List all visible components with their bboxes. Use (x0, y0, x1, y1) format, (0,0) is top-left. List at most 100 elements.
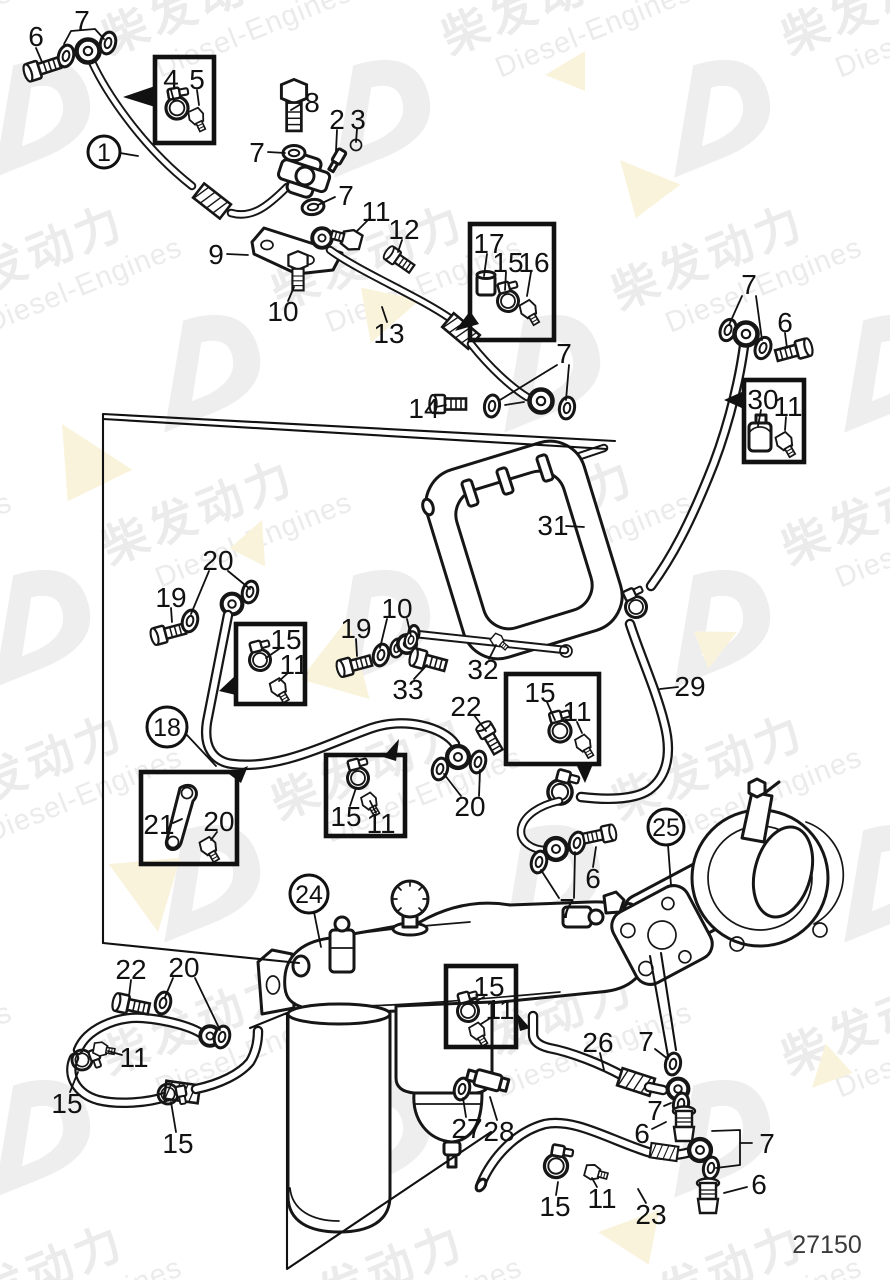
leader-line (265, 648, 280, 659)
callout-circle-1 (86, 134, 122, 170)
leader-line (499, 364, 558, 401)
leader-line (654, 1048, 669, 1060)
callout-20: 20 (168, 952, 199, 983)
callout-6: 6 (777, 307, 793, 338)
leader-line (565, 364, 570, 401)
leader-line (573, 851, 576, 899)
callout-30: 30 (747, 384, 778, 415)
leader-line (592, 846, 597, 868)
inset-arrow-icon (123, 86, 155, 107)
inset-arrow-icon (229, 766, 248, 783)
leader-line (267, 151, 286, 154)
brand-logo-icon (637, 43, 785, 178)
inset-arrow-icon (383, 739, 399, 761)
leader-line (478, 769, 481, 797)
pipe-clips (460, 453, 555, 508)
callout-circle-24 (288, 873, 330, 915)
hose-18-assembly (200, 609, 507, 784)
drawing-number: 27150 (792, 1231, 862, 1259)
callout-6: 6 (634, 1118, 650, 1149)
leader-line (757, 409, 762, 427)
callout-14: 14 (408, 393, 439, 424)
callout-31: 31 (537, 510, 568, 541)
callout-15: 15 (492, 247, 523, 278)
leader-line (119, 152, 139, 157)
group-outline (101, 412, 617, 945)
leader-line (728, 295, 743, 326)
callout-23: 23 (635, 1199, 666, 1230)
callout-7: 7 (741, 269, 757, 300)
leader-line (290, 103, 302, 111)
watermark-accent-shape (620, 160, 681, 219)
callout-17: 17 (473, 228, 504, 259)
leader-line (540, 869, 560, 899)
leader-line (172, 818, 183, 824)
callout-6: 6 (585, 863, 601, 894)
leader-line (462, 1097, 467, 1118)
group-outline (101, 417, 609, 451)
callout-11: 11 (361, 196, 390, 227)
callout-26: 26 (582, 1027, 613, 1058)
callout-circle-25 (646, 807, 686, 847)
leader-line (356, 218, 370, 232)
callout-19: 19 (340, 613, 371, 644)
callout-8: 8 (304, 87, 320, 118)
leader-line (170, 1101, 177, 1133)
leader-line (784, 332, 788, 349)
leader-line (637, 1188, 647, 1204)
leader-line (227, 570, 251, 590)
brand-logo-icon (0, 1063, 105, 1198)
watermark-accent-shape (229, 520, 266, 567)
leader-line (667, 844, 672, 886)
leader-line (355, 128, 358, 143)
callout-15: 15 (51, 1088, 82, 1119)
leader-line (406, 618, 412, 637)
callout-16: 16 (518, 247, 549, 278)
watermark-accent-shape (360, 287, 420, 343)
leader-line (185, 733, 217, 767)
callout-24: 24 (295, 881, 323, 909)
leader-line (226, 253, 249, 256)
callout-19: 19 (155, 582, 186, 613)
callout-11: 11 (562, 696, 591, 727)
cushion-30 (747, 413, 773, 453)
watermark-cn-text: 柴发动力 (0, 1214, 133, 1280)
callout-21: 21 (143, 809, 174, 840)
leader-line (170, 607, 173, 623)
leader-line (210, 831, 218, 841)
callout-7: 7 (74, 5, 90, 36)
callout-10: 10 (381, 593, 412, 624)
leader-line (711, 1129, 741, 1169)
bleed-screw-2 (327, 147, 348, 174)
leader-line (723, 1186, 748, 1194)
group-outline (248, 1011, 493, 1271)
leader-line (435, 404, 447, 408)
callout-27: 27 (451, 1113, 482, 1144)
watermark-accent-shape (598, 1209, 660, 1265)
leader-line (599, 1052, 605, 1071)
inset-arrow-icon (516, 1012, 530, 1031)
leader-line (659, 686, 679, 690)
leader-line (196, 89, 200, 106)
inset-arrow-icon (724, 391, 744, 409)
inset-box (323, 752, 408, 839)
primer-knob (390, 879, 430, 937)
callout-12: 12 (388, 214, 419, 245)
callout-15: 15 (162, 1128, 193, 1159)
callout-13: 13 (373, 318, 404, 349)
watermark-accent-shape (693, 631, 737, 669)
watermark-accent-shape (812, 1043, 853, 1088)
leader-line (190, 570, 210, 615)
watermark-accent-shape (300, 618, 370, 700)
callout-15: 15 (539, 1191, 570, 1222)
callout-9: 9 (208, 239, 224, 270)
leader-line (278, 672, 289, 682)
leader-line (576, 721, 583, 734)
callout-28: 28 (483, 1116, 514, 1147)
callout-2: 2 (329, 104, 345, 135)
